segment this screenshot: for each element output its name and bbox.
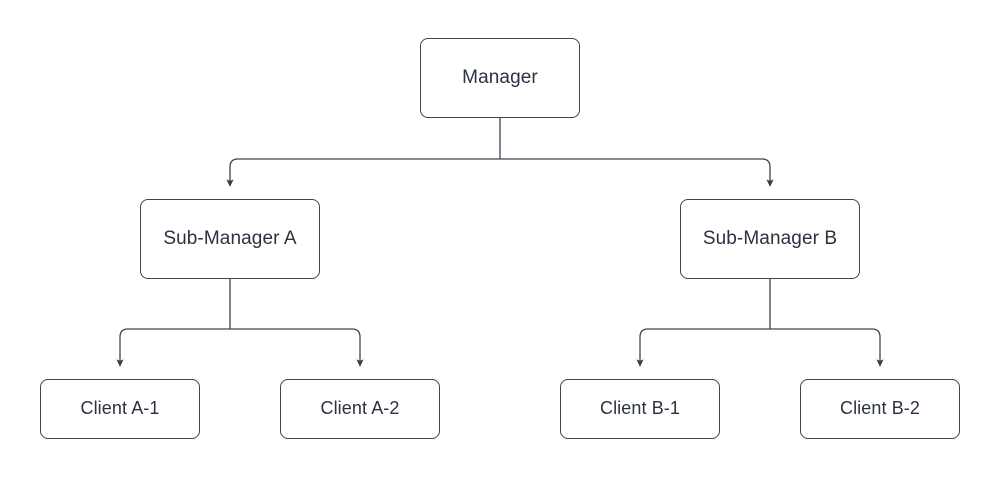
connector-sub-manager-b-to-client-b-2 bbox=[770, 328, 884, 367]
connector-sub-manager-b-to-client-b-1 bbox=[636, 328, 770, 367]
node-sub-manager-b[interactable]: Sub-Manager B bbox=[680, 199, 860, 279]
node-sub-manager-b-label: Sub-Manager B bbox=[702, 227, 838, 249]
connector-sub-manager-a-to-client-a-2 bbox=[230, 328, 364, 367]
node-client-b-1-label: Client B-1 bbox=[599, 398, 681, 419]
node-client-b-2[interactable]: Client B-2 bbox=[800, 379, 960, 439]
connector-manager-to-sub-manager-b bbox=[500, 158, 774, 187]
node-client-b-2-label: Client B-2 bbox=[839, 398, 921, 419]
node-sub-manager-a-label: Sub-Manager A bbox=[163, 227, 297, 249]
node-manager[interactable]: Manager bbox=[420, 38, 580, 118]
node-manager-label: Manager bbox=[462, 66, 538, 88]
node-client-b-1[interactable]: Client B-1 bbox=[560, 379, 720, 439]
node-client-a-2[interactable]: Client A-2 bbox=[280, 379, 440, 439]
node-sub-manager-a[interactable]: Sub-Manager A bbox=[140, 199, 320, 279]
connector-manager-to-sub-manager-a bbox=[226, 158, 500, 187]
node-client-a-1[interactable]: Client A-1 bbox=[40, 379, 200, 439]
node-client-a-1-label: Client A-1 bbox=[80, 398, 160, 419]
node-client-a-2-label: Client A-2 bbox=[320, 398, 400, 419]
connector-sub-manager-a-to-client-a-1 bbox=[116, 328, 230, 367]
